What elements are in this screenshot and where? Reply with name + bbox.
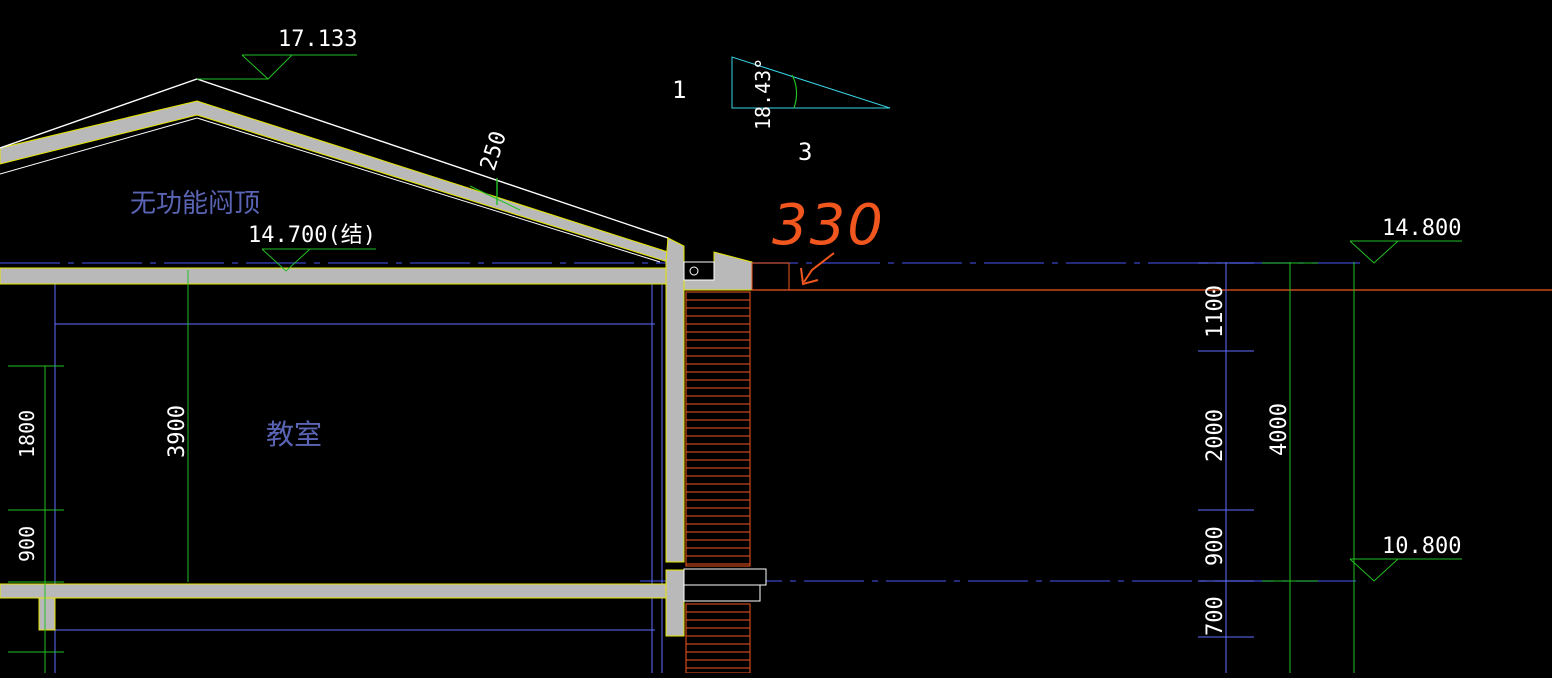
roof-floor-slab — [0, 267, 669, 285]
slope-triangle — [731, 56, 891, 109]
level-symbol-floor — [1349, 558, 1462, 582]
brick-panel-upper — [685, 291, 751, 567]
room-height-label: 3900 — [165, 405, 190, 458]
floor-elevation-label: 10.800 — [1382, 534, 1461, 559]
handwritten-330-label: 330 — [772, 193, 885, 258]
roof-inner-outline — [0, 117, 198, 175]
left-upper-dim-label: 1800 — [15, 410, 39, 458]
beam-stub — [38, 597, 56, 631]
right-below-dim-label: 700 — [1203, 596, 1228, 636]
level-symbol-parapet — [1349, 240, 1462, 264]
window-sill-block — [683, 568, 767, 586]
right-window-dim-label: 2000 — [1203, 409, 1228, 462]
right-top-dim-label: 1100 — [1203, 285, 1228, 338]
dim-line-roof-thickness — [469, 185, 521, 211]
brick-panel-lower — [685, 603, 751, 674]
sill-lower — [683, 584, 761, 602]
ridge-elevation-label: 17.133 — [278, 27, 357, 52]
level-symbols — [197, 54, 1462, 582]
classroom-room-label: 教室 — [266, 418, 322, 451]
dimension-lines — [8, 178, 1355, 673]
markup-arrow-shaft — [803, 252, 835, 283]
lower-wall — [665, 569, 685, 637]
gutter-block — [683, 261, 715, 281]
markup-box — [751, 262, 790, 291]
slope-angle-label: 18.43° — [751, 58, 775, 130]
slope-run-label: 3 — [798, 138, 812, 166]
brick-courses-upper — [686, 299, 750, 565]
drain-pipe-symbol — [689, 266, 699, 276]
parapet-elevation-label: 14.800 — [1382, 216, 1461, 241]
level-symbol-ridge — [197, 54, 357, 80]
markup-arrow-head — [800, 267, 819, 286]
attic-room-label: 无功能闷顶 — [130, 189, 260, 219]
right-total-dim-label: 4000 — [1267, 403, 1292, 456]
left-lower-dim-label: 900 — [15, 526, 39, 562]
structure — [0, 237, 767, 637]
slope-rise-label: 1 — [672, 76, 686, 104]
roof-inner-outline-right — [196, 117, 661, 263]
slope-angle-arc — [791, 74, 798, 109]
labels: 17.133 14.700(结) 14.800 10.800 无功能闷顶 教室 … — [15, 27, 1461, 636]
handwritten-annotation — [751, 252, 835, 291]
brick-cladding — [685, 291, 751, 674]
floor-slab — [0, 583, 669, 599]
slope-triangle-shape — [731, 56, 891, 109]
level-symbol-roof-struct — [261, 248, 376, 272]
reference-lines — [0, 262, 1552, 673]
right-sill-dim-label: 900 — [1203, 526, 1228, 566]
brick-courses-lower — [686, 611, 750, 669]
roof-thickness-label: 250 — [476, 128, 512, 174]
roof-struct-elevation-label: 14.700(结) — [248, 223, 376, 248]
